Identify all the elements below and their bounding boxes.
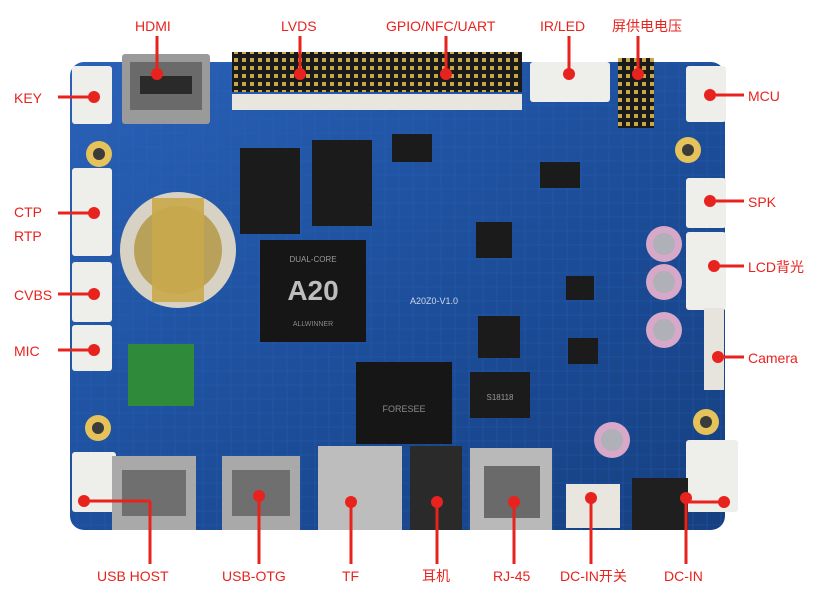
label-hdmi: HDMI [135, 18, 171, 34]
label-mcu: MCU [748, 88, 780, 104]
misc-ics [392, 134, 598, 364]
label-tf: TF [342, 568, 360, 584]
label-usb-host: USB HOST [97, 568, 169, 584]
soc-label-main: A20 [287, 275, 338, 306]
label-screen-power: 屏供电电压 [612, 18, 682, 34]
pin-headers [232, 52, 522, 110]
label-dcin: DC-IN [664, 568, 703, 584]
label-dcin-switch: DC-IN开关 [560, 568, 627, 584]
label-mic: MIC [14, 343, 40, 359]
label-gpio-nfc-uart: GPIO/NFC/UART [386, 18, 496, 34]
camera-fpc [704, 308, 724, 390]
label-key: KEY [14, 90, 43, 106]
pointer-lines [58, 36, 744, 564]
soc-chip: DUAL-CORE A20 ALLWINNER [260, 240, 366, 342]
soc-label-top: DUAL-CORE [289, 255, 336, 264]
nand-label: FORESEE [382, 404, 425, 414]
label-spk: SPK [748, 194, 777, 210]
wifi-module [128, 344, 194, 406]
capacitors [594, 226, 682, 458]
soc-label-brand: ALLWINNER [293, 321, 333, 328]
hdmi-connector [122, 54, 210, 124]
irled-connector [530, 62, 610, 102]
phy-label: S18118 [487, 393, 515, 402]
label-earphone: 耳机 [422, 568, 450, 584]
label-ir-led: IR/LED [540, 18, 586, 34]
ethernet-magnetics: S18118 [470, 372, 530, 418]
label-lvds: LVDS [281, 18, 317, 34]
label-camera: Camera [748, 350, 798, 366]
mounting-holes [85, 137, 719, 441]
label-usb-otg: USB-OTG [222, 568, 286, 584]
label-rtp: RTP [14, 228, 42, 244]
label-rj45: RJ-45 [493, 568, 531, 584]
ram-chips [240, 140, 372, 234]
label-lcd-backlight: LCD背光 [748, 259, 805, 275]
coin-battery [120, 192, 236, 308]
nand-chip: FORESEE [356, 362, 452, 444]
board-silkscreen: A20Z0-V1.0 [410, 296, 458, 306]
label-ctp: CTP [14, 204, 42, 220]
label-cvbs: CVBS [14, 287, 53, 303]
